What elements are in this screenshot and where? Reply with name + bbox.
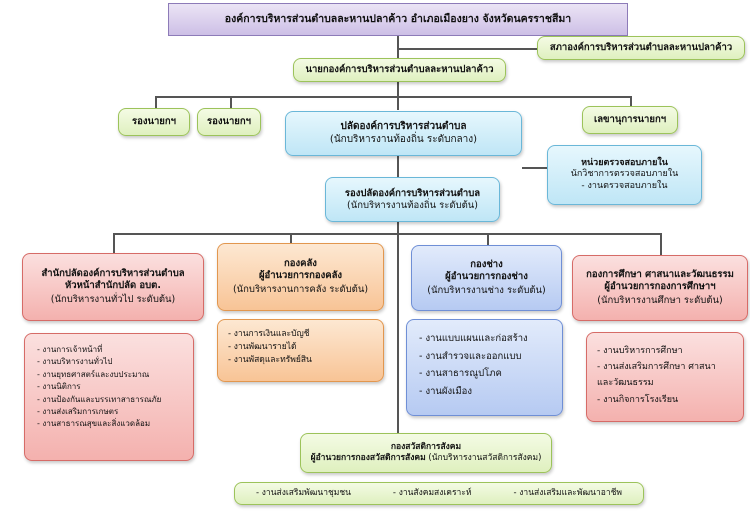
connector-line	[487, 233, 489, 245]
mayor-box: นายกองค์การบริหารส่วนตำบลละหานปลาค้าว	[293, 58, 506, 82]
education-title1: กองการศึกษา ศาสนาและวัฒนธรรม	[586, 268, 734, 280]
deputy-chief-box: รองปลัดองค์การบริหารส่วนตำบล (นักบริหารง…	[325, 177, 500, 222]
internal-audit-line2: - งานตรวจสอบภายใน	[581, 180, 668, 191]
list-item: - งานกิจการโรงเรียน	[597, 394, 679, 405]
deputy-mayor-label-2: รองนายกฯ	[207, 116, 251, 128]
connector-line	[397, 222, 399, 234]
office-task-list: - งานการเจ้าหน้าที่ - งานบริหารงานทั่วไป…	[24, 333, 194, 461]
finance-sub: (นักบริหารงานการคลัง ระดับต้น)	[232, 284, 369, 296]
deputy-chief-sub: (นักบริหารงานท้องถิ่น ระดับต้น)	[347, 199, 478, 211]
list-item: - งานพัฒนารายได้	[228, 341, 297, 352]
engineering-box: กองช่าง ผู้อำนวยการกองช่าง (นักบริหารงาน…	[411, 245, 562, 311]
list-item: - งานสาธารณูปโภค	[419, 368, 502, 380]
internal-audit-box: หน่วยตรวจสอบภายใน นักวิชาการตรวจสอบภายใน…	[547, 145, 702, 205]
connector-line	[113, 233, 660, 235]
connector-line	[397, 156, 399, 178]
connector-line	[397, 233, 399, 433]
education-sub: (นักบริหารงานศึกษา ระดับต้น)	[597, 295, 723, 307]
connector-line	[155, 96, 157, 108]
list-item: - งานสำรวจและออกแบบ	[419, 350, 522, 362]
chief-admin-box: ปลัดองค์การบริหารส่วนตำบล (นักบริหารงานท…	[285, 111, 522, 156]
list-item: - งานการเงินและบัญชี	[228, 329, 310, 339]
engineering-title1: กองช่าง	[470, 258, 503, 270]
mayor-label: นายกองค์การบริหารส่วนตำบลละหานปลาค้าว	[305, 64, 494, 76]
list-item: - งานบริหารงานทั่วไป	[37, 357, 113, 367]
deputy-mayor-box-2: รองนายกฯ	[197, 108, 261, 136]
list-item: - งานส่งเสริมพัฒนาชุมชน	[256, 488, 351, 499]
connector-line	[397, 80, 399, 110]
deputy-mayor-label-1: รองนายกฯ	[132, 116, 176, 128]
council-label: สภาองค์การบริหารส่วนตำบลละหานปลาค้าว	[549, 42, 733, 54]
list-item: - งานยุทธศาสตร์และงบประมาณ	[37, 369, 150, 379]
finance-box: กองคลัง ผู้อำนวยการกองคลัง (นักบริหารงาน…	[217, 243, 384, 311]
education-task-list: - งานบริหารการศึกษา - งานส่งเสริมการศึกษ…	[586, 332, 744, 422]
education-title2: ผู้อำนวยการกองการศึกษาฯ	[604, 280, 716, 292]
connector-line	[660, 233, 662, 255]
connector-line	[290, 233, 292, 243]
welfare-title1: กองสวัสดิการสังคม	[390, 442, 462, 453]
office-title2: หัวหน้าสำนักปลัด อบต.	[65, 279, 161, 291]
list-item: - งานป้องกันและบรรเทาสาธารณภัย	[37, 394, 162, 404]
deputy-mayor-box-1: รองนายกฯ	[118, 108, 190, 136]
org-title: องค์การบริหารส่วนตำบลละหานปลาค้าว อำเภอเ…	[224, 12, 572, 25]
org-title-banner: องค์การบริหารส่วนตำบลละหานปลาค้าว อำเภอเ…	[168, 3, 628, 36]
connector-line	[630, 96, 632, 108]
council-box: สภาองค์การบริหารส่วนตำบลละหานปลาค้าว	[537, 36, 745, 60]
welfare-box: กองสวัสดิการสังคม ผู้อำนวยการกองสวัสดิกา…	[300, 433, 552, 473]
internal-audit-line1: นักวิชาการตรวจสอบภายใน	[570, 169, 679, 180]
finance-title2: ผู้อำนวยการกองคลัง	[258, 269, 343, 281]
list-item: - งานบริหารการศึกษา	[597, 346, 683, 356]
list-item: - งานส่งเสริมและพัฒนาอาชีพ	[513, 488, 622, 499]
list-item: - งานสังคมสงเคราะห์	[392, 488, 472, 499]
deputy-chief-title: รองปลัดองค์การบริหารส่วนตำบล	[344, 187, 481, 199]
list-item: - งานการเจ้าหน้าที่	[37, 345, 103, 354]
list-item: - งานผังเมือง	[419, 385, 472, 397]
chief-admin-sub: (นักบริหารงานท้องถิ่น ระดับกลาง)	[329, 133, 478, 145]
office-sub: (นักบริหารงานทั่วไป ระดับต้น)	[50, 294, 176, 306]
office-title1: สำนักปลัดองค์การบริหารส่วนตำบล	[41, 267, 185, 279]
welfare-sub: (นักบริหารงานสวัสดิการสังคม)	[428, 453, 542, 463]
list-item: - งานสาธารณสุขและสิ่งแวดล้อม	[37, 419, 151, 429]
welfare-title-row: ผู้อำนวยการกองสวัสดิการสังคม (นักบริหารง…	[311, 453, 542, 464]
connector-line	[522, 167, 547, 169]
connector-line	[397, 48, 537, 50]
engineering-title2: ผู้อำนวยการกองช่าง	[445, 270, 528, 282]
list-item: - งานนิติการ	[37, 382, 81, 392]
welfare-task-list: - งานส่งเสริมพัฒนาชุมชน - งานสังคมสงเครา…	[234, 482, 644, 505]
list-item: - งานแบบแผนและก่อสร้าง	[419, 333, 528, 344]
engineering-task-list: - งานแบบแผนและก่อสร้าง - งานสำรวจและออกแ…	[406, 319, 563, 416]
chief-admin-title: ปลัดองค์การบริหารส่วนตำบล	[340, 121, 467, 132]
engineering-sub: (นักบริหารงานช่าง ระดับต้น)	[427, 285, 546, 297]
finance-task-list: - งานการเงินและบัญชี - งานพัฒนารายได้ - …	[217, 319, 384, 382]
finance-title1: กองคลัง	[284, 257, 317, 269]
secretary-label: เลขานุการนายกฯ	[593, 114, 667, 126]
list-item: และวัฒนธรรม	[597, 378, 654, 389]
connector-line	[113, 233, 115, 253]
list-item: - งานส่งเสริมการเกษตร	[37, 406, 119, 416]
welfare-title2: ผู้อำนวยการกองสวัสดิการสังคม	[310, 453, 426, 463]
connector-line	[155, 96, 630, 98]
office-box: สำนักปลัดองค์การบริหารส่วนตำบล หัวหน้าสำ…	[22, 253, 204, 321]
connector-line	[230, 96, 232, 108]
connector-line	[397, 36, 399, 76]
secretary-box: เลขานุการนายกฯ	[582, 106, 678, 134]
education-box: กองการศึกษา ศาสนาและวัฒนธรรม ผู้อำนวยการ…	[572, 255, 748, 321]
list-item: - งานส่งเสริมการศึกษา ศาสนา	[597, 362, 716, 373]
internal-audit-title: หน่วยตรวจสอบภายใน	[581, 158, 668, 169]
list-item: - งานพัสดุและทรัพย์สิน	[228, 354, 312, 365]
